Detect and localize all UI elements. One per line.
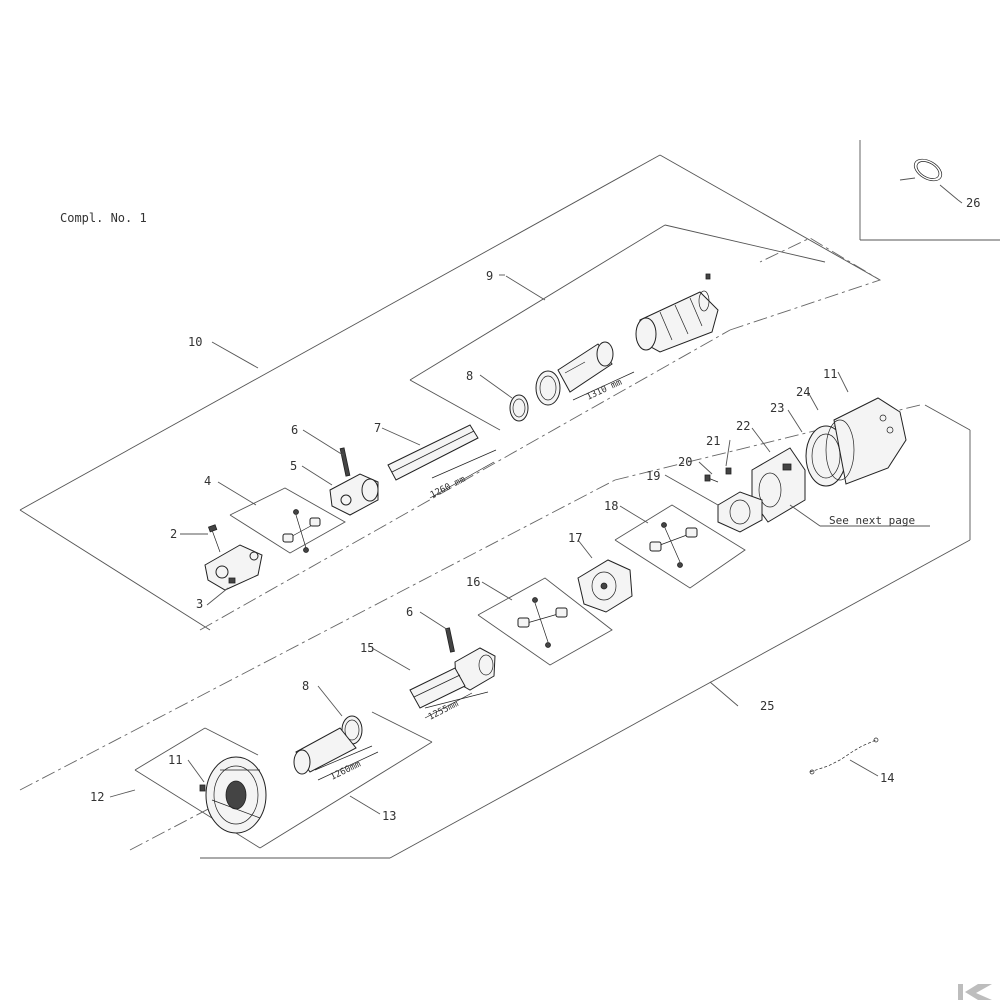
callout-23: 23 (770, 401, 784, 415)
part-12-guard-housing (205, 756, 267, 834)
callout-13: 13 (382, 809, 396, 823)
part-19-flange (717, 491, 763, 533)
part-18-cross-joint (649, 522, 698, 568)
callout-17: 17 (568, 531, 582, 545)
bracket-16 (477, 577, 613, 666)
bearing-ring-upper (535, 370, 561, 406)
part-6-pin-lower (445, 627, 455, 653)
callout-8-upper: 8 (466, 369, 473, 383)
callout-21: 21 (706, 434, 720, 448)
inset-frame (859, 140, 1000, 241)
part-17-centre-body (577, 559, 633, 613)
part-8-ring-upper (509, 394, 529, 422)
callout-3: 3 (196, 597, 203, 611)
part-15-profile-tube (409, 667, 489, 709)
callout-4: 4 (204, 474, 211, 488)
part-6-pin (339, 447, 351, 477)
part-24-guard-cone (825, 397, 907, 485)
part-20-bolt (704, 474, 719, 483)
callout-6: 6 (291, 423, 298, 437)
callout-11-lower: 11 (168, 753, 182, 767)
callout-7: 7 (374, 421, 381, 435)
callout-14: 14 (880, 771, 894, 785)
yoke-front (204, 544, 263, 591)
part-14-chain (809, 737, 879, 775)
part-5-yoke (329, 473, 379, 516)
callout-16: 16 (466, 575, 480, 589)
part-3-nut (228, 577, 236, 584)
callout-22: 22 (736, 419, 750, 433)
bellows-guard (635, 273, 719, 353)
assembly-25-frame (200, 404, 971, 859)
dimension-1260-upper: 1260 mm (429, 475, 467, 501)
part-21-bolt (725, 467, 732, 475)
assembly-12-13-frame (134, 711, 433, 849)
part-13-tube (293, 727, 373, 775)
leader-lines (109, 199, 963, 815)
dimension-1260-lower: 1260mm (329, 759, 363, 782)
callout-11-upper: 11 (823, 367, 837, 381)
callout-8-lower: 8 (302, 679, 309, 693)
callout-2: 2 (170, 527, 177, 541)
callout-15: 15 (360, 641, 374, 655)
bracket-18 (614, 504, 746, 589)
callout-19: 19 (646, 469, 660, 483)
bracket-4 (229, 487, 346, 554)
guard-tube-upper (557, 341, 614, 393)
part-2-bolt (207, 524, 221, 553)
compl-no-label: Compl. No. 1 (60, 211, 147, 225)
part-7-profile-tube (387, 424, 497, 481)
assembly-9-frame (409, 224, 826, 431)
part-4-cross-joint (282, 509, 321, 553)
see-next-page-note: See next page (829, 514, 915, 527)
assembly-10-frame (19, 154, 881, 631)
callout-26: 26 (966, 196, 980, 210)
part-16-cross-joint (517, 597, 568, 648)
centre-lines (19, 237, 921, 851)
callout-25: 25 (760, 699, 774, 713)
k-logo-icon (958, 984, 992, 1000)
callout-10: 10 (188, 335, 202, 349)
dimension-1310: 1310 mm (585, 378, 624, 403)
callout-6-lower: 6 (406, 605, 413, 619)
callout-9: 9 (486, 269, 493, 283)
callout-12: 12 (90, 790, 104, 804)
dimension-lines (317, 371, 635, 781)
callout-20: 20 (678, 455, 692, 469)
callout-5: 5 (290, 459, 297, 473)
part-11-screw-lower (199, 784, 206, 792)
callout-18: 18 (604, 499, 618, 513)
callout-24: 24 (796, 385, 810, 399)
